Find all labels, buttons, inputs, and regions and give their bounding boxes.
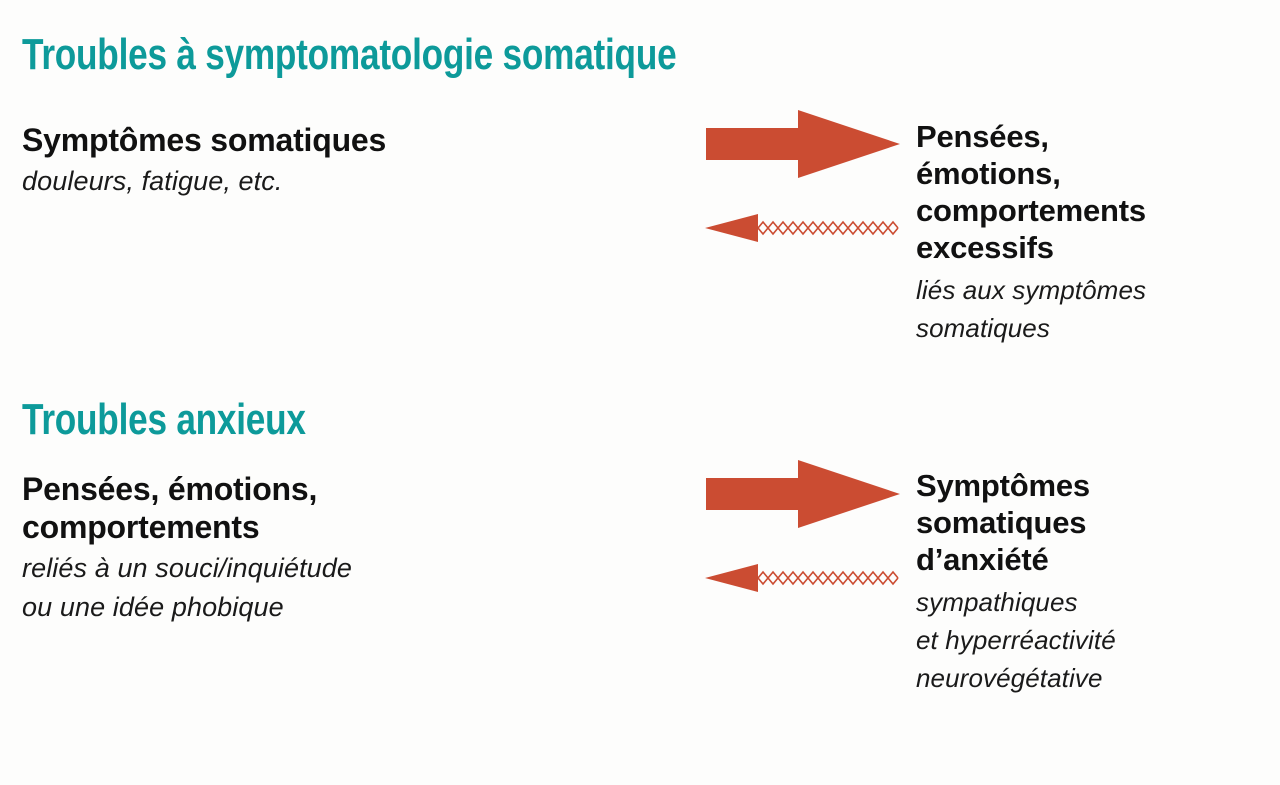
anxieux-left-sub: reliés à un souci/inquiétude ou une idée… (22, 549, 662, 627)
somatique-right-sub-line-1: liés aux symptômes (916, 275, 1147, 305)
anxieux-left-lead-line-2: comportements (22, 509, 260, 545)
section-heading-anxieux: Troubles anxieux (22, 395, 306, 444)
somatique-right-lead-line-4: excessifs (916, 230, 1054, 265)
anxieux-right-sub-line-3: neurovégétative (916, 663, 1103, 693)
somatique-right-lead-line-3: comportements (916, 193, 1146, 228)
somatique-right-sub-line-2: somatiques (916, 313, 1050, 343)
arrow-group-anxieux (700, 455, 905, 596)
section-heading-somatique: Troubles à symptomatologie somatique (22, 30, 677, 79)
somatique-left-block: Symptômes somatiques douleurs, fatigue, … (22, 121, 662, 201)
somatique-right-lead-line-1: Pensées, (916, 119, 1049, 154)
anxieux-right-lead-line-1: Symptômes (916, 468, 1090, 503)
anxieux-left-lead-line-1: Pensées, émotions, (22, 471, 318, 507)
anxieux-right-block: Symptômes somatiques d’anxiété sympathiq… (916, 467, 1266, 697)
somatique-right-block: Pensées, émotions, comportements excessi… (916, 118, 1266, 347)
anxieux-right-sub-line-2: et hyperréactivité (916, 625, 1116, 655)
somatique-right-lead: Pensées, émotions, comportements excessi… (916, 118, 1266, 266)
somatique-right-lead-line-2: émotions, (916, 156, 1061, 191)
somatique-left-sub: douleurs, fatigue, etc. (22, 162, 662, 201)
somatique-left-sub-line-1: douleurs, fatigue, etc. (22, 166, 283, 196)
anxieux-left-lead: Pensées, émotions, comportements (22, 470, 662, 546)
right-arrow-icon (706, 110, 900, 178)
somatique-left-lead: Symptômes somatiques (22, 122, 387, 158)
left-arrow-zigzag-icon (705, 214, 899, 242)
anxieux-right-lead: Symptômes somatiques d’anxiété (916, 467, 1266, 578)
anxieux-right-sub: sympathiques et hyperréactivité neurovég… (916, 583, 1266, 697)
anxieux-right-lead-line-3: d’anxiété (916, 542, 1049, 577)
anxieux-right-lead-line-2: somatiques (916, 505, 1087, 540)
left-arrow-zigzag-icon (705, 564, 899, 592)
somatique-right-sub: liés aux symptômes somatiques (916, 271, 1266, 347)
anxieux-left-sub-line-2: ou une idée phobique (22, 592, 284, 622)
right-arrow-icon (706, 460, 900, 528)
anxieux-left-block: Pensées, émotions, comportements reliés … (22, 470, 662, 627)
arrow-group-somatique (700, 105, 905, 246)
anxieux-left-sub-line-1: reliés à un souci/inquiétude (22, 553, 353, 583)
anxieux-right-sub-line-1: sympathiques (916, 587, 1078, 617)
